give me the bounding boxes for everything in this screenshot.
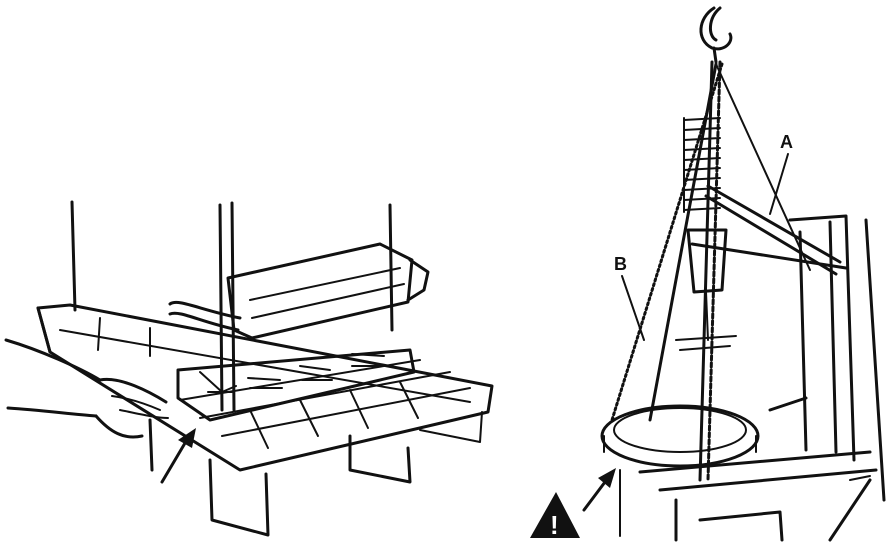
tire-changer-body <box>638 214 886 542</box>
warning-triangle-icon: ! <box>530 492 580 540</box>
right-panel: A B ! <box>530 6 886 542</box>
hand <box>4 338 169 439</box>
warning-mark: ! <box>550 510 559 540</box>
machine-cover <box>168 242 430 340</box>
pallet <box>36 303 494 537</box>
posts <box>70 200 394 412</box>
crane-hook <box>699 6 733 64</box>
label-b: B <box>614 254 645 341</box>
left-panel <box>4 200 494 537</box>
spring-column <box>683 117 721 213</box>
turntable <box>600 404 760 537</box>
center-shaft <box>675 228 737 351</box>
machine-base <box>176 348 416 422</box>
arm-a <box>690 184 848 276</box>
label-a-text: A <box>780 132 793 152</box>
label-a: A <box>769 132 793 215</box>
label-b-text: B <box>614 254 627 274</box>
turntable-arrow <box>582 468 616 512</box>
lifting-chains <box>610 60 811 482</box>
lift-point-arrow <box>160 428 196 484</box>
